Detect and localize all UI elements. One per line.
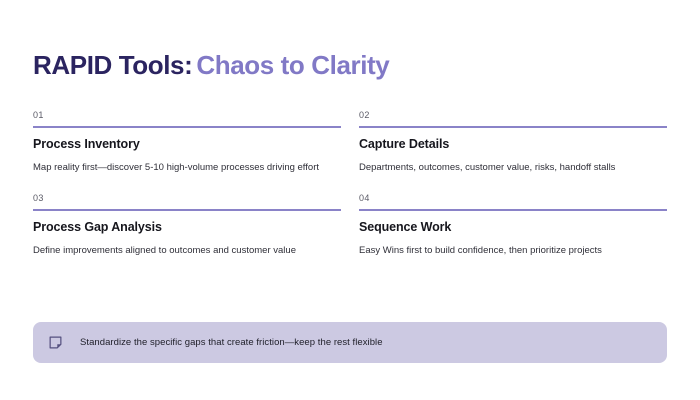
page-title: RAPID Tools:Chaos to Clarity: [33, 50, 390, 81]
page-title-accent: Chaos to Clarity: [196, 50, 390, 81]
step-description: Easy Wins first to build confidence, the…: [359, 245, 602, 257]
step-divider: [33, 208, 341, 211]
callout-text: Standardize the specific gaps that creat…: [80, 336, 383, 348]
step-title: Process Inventory: [33, 136, 140, 151]
step-card-01: 01 Process Inventory Map reality first—d…: [33, 110, 341, 176]
step-card-04: 04 Sequence Work Easy Wins first to buil…: [359, 193, 667, 259]
step-divider: [359, 208, 667, 211]
step-description: Departments, outcomes, customer value, r…: [359, 162, 616, 174]
step-number: 04: [359, 192, 370, 203]
step-card-03: 03 Process Gap Analysis Define improveme…: [33, 193, 341, 259]
note-folded-corner-icon: [49, 336, 62, 349]
step-number: 03: [33, 192, 44, 203]
step-divider: [33, 125, 341, 128]
step-card-02: 02 Capture Details Departments, outcomes…: [359, 110, 667, 176]
step-number: 02: [359, 110, 370, 120]
step-title: Process Gap Analysis: [33, 219, 162, 234]
steps-grid: 01 Process Inventory Map reality first—d…: [33, 110, 667, 259]
step-divider: [359, 125, 667, 128]
step-title: Sequence Work: [359, 219, 452, 234]
step-number: 01: [33, 110, 44, 120]
step-description: Define improvements aligned to outcomes …: [33, 245, 296, 257]
step-title: Capture Details: [359, 136, 450, 151]
callout-bar: Standardize the specific gaps that creat…: [33, 322, 667, 363]
step-description: Map reality first—discover 5-10 high-vol…: [33, 162, 319, 174]
page-title-main: RAPID Tools:: [33, 50, 193, 81]
